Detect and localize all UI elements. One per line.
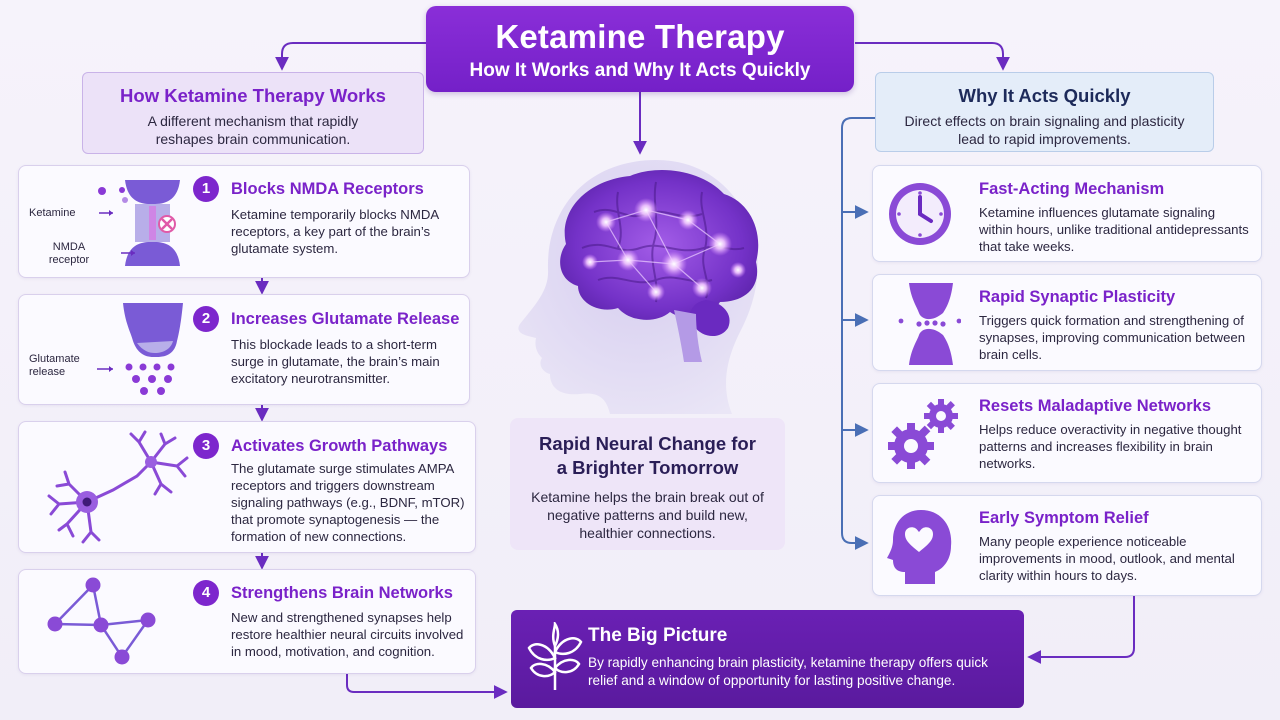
step-title-4: Strengthens Brain Networks [231,584,453,602]
page-title: Ketamine Therapy [495,18,785,55]
center-title: Rapid Neural Change for a Brighter Tomor… [539,433,756,478]
page-subtitle: How It Works and Why It Acts Quickly [469,60,811,81]
title-banner: Ketamine Therapy How It Works and Why It… [426,6,854,92]
glutamate-release-icon [97,303,183,395]
right-header-title: Why It Acts Quickly [958,85,1131,106]
feature-card-2: Rapid Synaptic Plasticity Triggers quick… [872,274,1262,371]
feature-card-4: Early Symptom Relief Many people experie… [872,495,1262,596]
left-header-text: A different mechanism that rapidly resha… [147,113,359,147]
big-picture-title: The Big Picture [588,625,728,646]
feature-text-4: Many people experience noticeable improv… [979,534,1235,583]
left-header-title: How Ketamine Therapy Works [120,85,386,106]
arrow-title-to-right [855,42,1010,71]
feature-card-1: Fast-Acting Mechanism Ketamine influence… [872,165,1262,262]
feature-text-3: Helps reduce overactivity in negative th… [979,422,1242,471]
step-title-2: Increases Glutamate Release [231,310,460,328]
step-text-1: Ketamine temporarily blocks NMDA recepto… [231,207,439,256]
step-text-4: New and strengthened synapses help resto… [231,610,464,659]
feature-title-2: Rapid Synaptic Plasticity [979,288,1176,306]
feature-card-3: Resets Maladaptive Networks Helps reduce… [872,383,1262,483]
feature-text-2: Triggers quick formation and strengtheni… [979,313,1246,362]
step-card-2: Glutamate release 2 Increases Glutamate … [18,294,470,405]
clock-icon [889,183,951,245]
heart-head-icon [887,510,952,584]
neuron-icon [47,430,189,544]
ketamine-label: Ketamine [29,207,76,219]
arrow-title-to-left [275,42,426,71]
arrow-right-bracket [841,117,875,550]
step-card-3: 3 Activates Growth Pathways The glutamat… [18,421,476,553]
step-text-3: The glutamate surge stimulates AMPA rece… [231,461,465,544]
sprout-icon [527,622,583,690]
step-text-2: This blockade leads to a short-term surg… [231,337,440,386]
left-section-header: How Ketamine Therapy Works A different m… [82,72,424,154]
synapse-icon [898,283,961,365]
arrow-right-to-big [1027,596,1135,664]
right-header-text: Direct effects on brain signaling and pl… [904,113,1185,147]
feature-title-1: Fast-Acting Mechanism [979,180,1165,198]
network-icon [47,577,156,665]
center-text: Ketamine helps the brain break out of ne… [531,489,764,541]
step-card-4: 4 Strengthens Brain Networks New and str… [18,569,476,674]
step-number-2: 2 [193,306,219,332]
center-message-box: Rapid Neural Change for a Brighter Tomor… [510,418,785,550]
big-picture-text: By rapidly enhancing brain plasticity, k… [588,655,988,688]
feature-title-4: Early Symptom Relief [979,509,1149,527]
step-number-4: 4 [193,580,219,606]
brain-head-illustration [518,160,759,414]
glutamate-release-label: Glutamate release [29,353,80,378]
step-title-1: Blocks NMDA Receptors [231,180,424,198]
step-title-3: Activates Growth Pathways [231,437,448,455]
big-picture-box: The Big Picture By rapidly enhancing bra… [511,610,1024,708]
nmda-receptor-icon [98,180,180,266]
feature-title-3: Resets Maladaptive Networks [979,397,1212,415]
step-number-1: 1 [193,176,219,202]
nmda-receptor-label: NMDA receptor [48,241,90,266]
gears-icon [888,399,958,469]
step-card-1: Ketamine NMDA receptor 1 Blocks NMDA Rec… [18,165,470,278]
feature-text-1: Ketamine influences glutamate signaling … [979,205,1249,254]
right-section-header: Why It Acts Quickly Direct effects on br… [875,72,1214,152]
arrow-step4-to-big [346,674,508,699]
step-number-3: 3 [193,433,219,459]
